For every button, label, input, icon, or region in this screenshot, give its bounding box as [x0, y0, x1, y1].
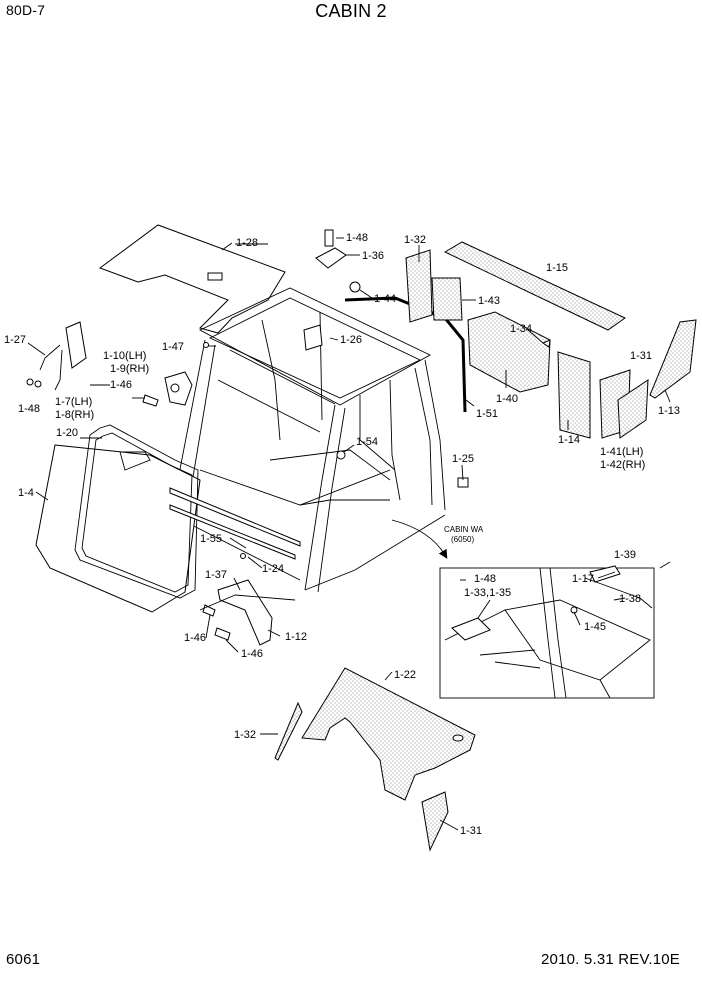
label-1-46: 1-46 [110, 379, 132, 391]
label-1-7: 1-7(LH) [55, 396, 92, 408]
label-1-32: 1-32 [404, 234, 426, 246]
label-1-20: 1-20 [56, 427, 78, 439]
label-1-15: 1-15 [546, 262, 568, 274]
label-1-48-left: 1-48 [18, 403, 40, 415]
label-1-25: 1-25 [452, 453, 474, 465]
label-1-4: 1-4 [18, 487, 34, 499]
pad-1-14 [557, 351, 591, 439]
label-1-37: 1-37 [205, 569, 227, 581]
page-title: CABIN 2 [315, 1, 387, 21]
revision-date: 2010. 5.31 REV.10E [541, 951, 680, 968]
label-1-48-detail: 1-48 [474, 573, 496, 585]
part-labels: 1-28 1-48 1-36 1-32 1-15 1-44 1-43 1-27 … [4, 232, 680, 837]
label-1-12: 1-12 [285, 631, 307, 643]
label-1-44: 1-44 [374, 293, 396, 305]
label-1-10: 1-10(LH) [103, 350, 146, 362]
rear-pad-lower [274, 701, 303, 761]
label-1-43: 1-43 [478, 295, 500, 307]
label-1-26: 1-26 [340, 334, 362, 346]
roof-trim [443, 241, 626, 331]
roof-panel [98, 224, 286, 334]
label-1-34: 1-34 [510, 323, 532, 335]
lower-trim [301, 667, 476, 801]
label-1-31: 1-31 [630, 350, 652, 362]
label-1-28: 1-28 [236, 237, 258, 249]
label-cabin-wa-code: (6050) [451, 535, 474, 544]
lower-rails [169, 487, 301, 560]
side-mirror [26, 321, 87, 391]
label-1-42: 1-42(RH) [600, 459, 645, 471]
pad-1-13 [649, 319, 697, 399]
label-1-47: 1-47 [162, 341, 184, 353]
label-1-24: 1-24 [262, 563, 284, 575]
label-1-40: 1-40 [496, 393, 518, 405]
label-1-41: 1-41(LH) [600, 446, 643, 458]
front-window [35, 424, 201, 613]
label-1-13: 1-13 [658, 405, 680, 417]
pad-1-31-lower [421, 791, 449, 852]
label-1-9: 1-9(RH) [110, 363, 149, 375]
label-1-46-bottom: 1-46 [241, 648, 263, 660]
label-1-14: 1-14 [558, 434, 580, 446]
label-1-46-lower: 1-46 [184, 632, 206, 644]
label-1-51: 1-51 [476, 408, 498, 420]
top-hardware [203, 229, 469, 488]
label-1-36: 1-36 [362, 250, 384, 262]
leader-lines [27, 237, 671, 831]
label-1-48: 1-48 [346, 232, 368, 244]
label-1-22: 1-22 [394, 669, 416, 681]
label-1-38: 1-38 [619, 593, 641, 605]
label-1-55: 1-55 [200, 533, 222, 545]
detail-inset [439, 565, 655, 699]
mirror-bracket [142, 371, 193, 407]
step-bracket [199, 579, 296, 646]
page-number: 6061 [6, 951, 41, 968]
label-1-17: 1-17 [572, 573, 594, 585]
label-1-31-lower: 1-31 [460, 825, 482, 837]
label-cabin-wa: CABIN WA [444, 525, 484, 534]
label-1-33-1-35: 1-33,1-35 [464, 587, 511, 599]
label-1-8: 1-8(RH) [55, 409, 94, 421]
model-code: 80D-7 [6, 2, 46, 18]
label-1-32-lower: 1-32 [234, 729, 256, 741]
pad-1-31-upper [617, 379, 649, 439]
pad-1-40 [467, 311, 551, 393]
label-1-27: 1-27 [4, 334, 26, 346]
label-1-39: 1-39 [614, 549, 636, 561]
detail-arrow [391, 519, 448, 559]
pad-1-43 [431, 277, 463, 321]
rear-pad-upper [405, 249, 433, 323]
label-1-54: 1-54 [356, 436, 378, 448]
label-1-45: 1-45 [584, 621, 606, 633]
